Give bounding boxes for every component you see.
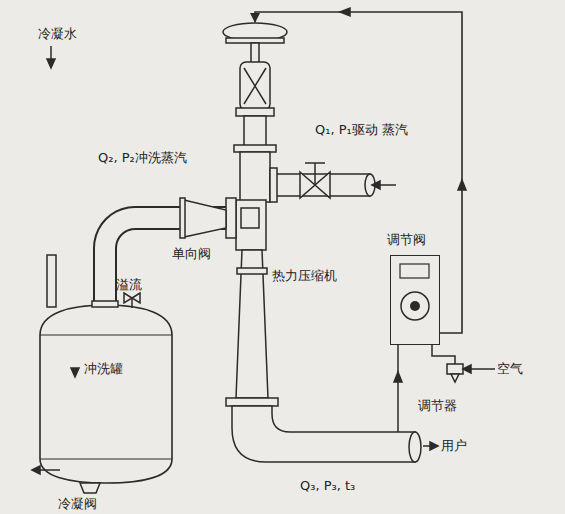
- thermocompressor: 热力压缩机: [228, 22, 272, 400]
- node-label: 冲洗罐: [84, 361, 123, 377]
- valve-yoke: [240, 62, 270, 110]
- air-line: [432, 345, 455, 364]
- controller-window: [400, 264, 429, 278]
- flush-tank: 冲洗罐: [40, 305, 172, 483]
- part-label: 调节器: [418, 398, 457, 414]
- part-label: 用户: [441, 438, 467, 454]
- steam-pipe: [105, 218, 228, 305]
- suction-chamber: [236, 200, 266, 250]
- condensate-pipe: [47, 255, 56, 307]
- tank-seam: [40, 335, 172, 459]
- tank-outline: [40, 305, 172, 483]
- bonnet-neck: [244, 116, 266, 146]
- check-valve-flange: [180, 198, 185, 238]
- overflow-valve: [124, 293, 132, 303]
- flow-arrow: [50, 46, 52, 62]
- flow-arrow: [468, 368, 495, 370]
- controller-box: 调节阀: [390, 255, 440, 345]
- chamber-flange: [226, 198, 236, 238]
- tank-shell: [40, 305, 172, 483]
- globe-valve: [300, 172, 315, 198]
- globe-valve: [315, 172, 330, 198]
- yoke-detail: [244, 68, 266, 104]
- drain-valve: [80, 483, 100, 493]
- flow-arrowhead: [463, 365, 471, 373]
- flow-arrow: [423, 445, 432, 447]
- flow-arrowhead: [372, 181, 380, 189]
- check-valve: [184, 200, 226, 237]
- flow-arrowhead: [394, 372, 402, 382]
- flow-arrowhead: [32, 466, 40, 474]
- controller-face: [391, 256, 441, 346]
- flow-arrowhead: [47, 59, 55, 68]
- bonnet-flange: [236, 108, 274, 116]
- chamber-window: [241, 208, 259, 228]
- outlet-pipe: [232, 406, 415, 462]
- pipe-end: [409, 432, 421, 462]
- part-label: 冷凝阀: [58, 496, 97, 512]
- nozzle-body: [240, 152, 270, 202]
- controller-dial: [401, 292, 429, 320]
- pipe-end: [365, 174, 375, 196]
- drive-steam-pipe: [270, 174, 370, 196]
- valve-stem: [251, 43, 259, 63]
- flow-arrowhead: [430, 442, 438, 450]
- part-label: Q₃, P₃, t₃: [300, 478, 355, 494]
- node-label: 调节阀: [387, 232, 426, 248]
- part-label: 溢流: [116, 277, 142, 293]
- air-fitting: [451, 374, 459, 382]
- part-label: 空气: [497, 361, 523, 377]
- actuator-plate: [226, 38, 284, 43]
- part-label: 冷凝水: [38, 26, 77, 42]
- diffuser-flange: [237, 268, 267, 274]
- diffuser-tube: [236, 250, 268, 398]
- valve-handle: [305, 162, 325, 164]
- air-fitting: [447, 364, 463, 374]
- flow-arrowhead: [340, 8, 350, 16]
- node-label: 热力压缩机: [272, 268, 337, 284]
- pipe-inner: [105, 218, 228, 305]
- outlet-flange: [226, 398, 278, 406]
- flow-arrow: [378, 184, 396, 186]
- controller-hub: [410, 301, 420, 311]
- part-label: 单向阀: [172, 246, 211, 262]
- pipe-flange: [270, 168, 277, 202]
- overflow-valve: [132, 293, 140, 303]
- part-label: Q₁, P₁驱动 蒸汽: [315, 122, 408, 138]
- part-label: Q₂, P₂冲洗蒸汽: [98, 150, 187, 166]
- sensing-line: [397, 345, 399, 432]
- flow-arrowhead: [458, 180, 466, 190]
- valve-stem: [314, 163, 316, 185]
- body-flange: [234, 145, 276, 152]
- actuator-diaphragm: [223, 23, 287, 41]
